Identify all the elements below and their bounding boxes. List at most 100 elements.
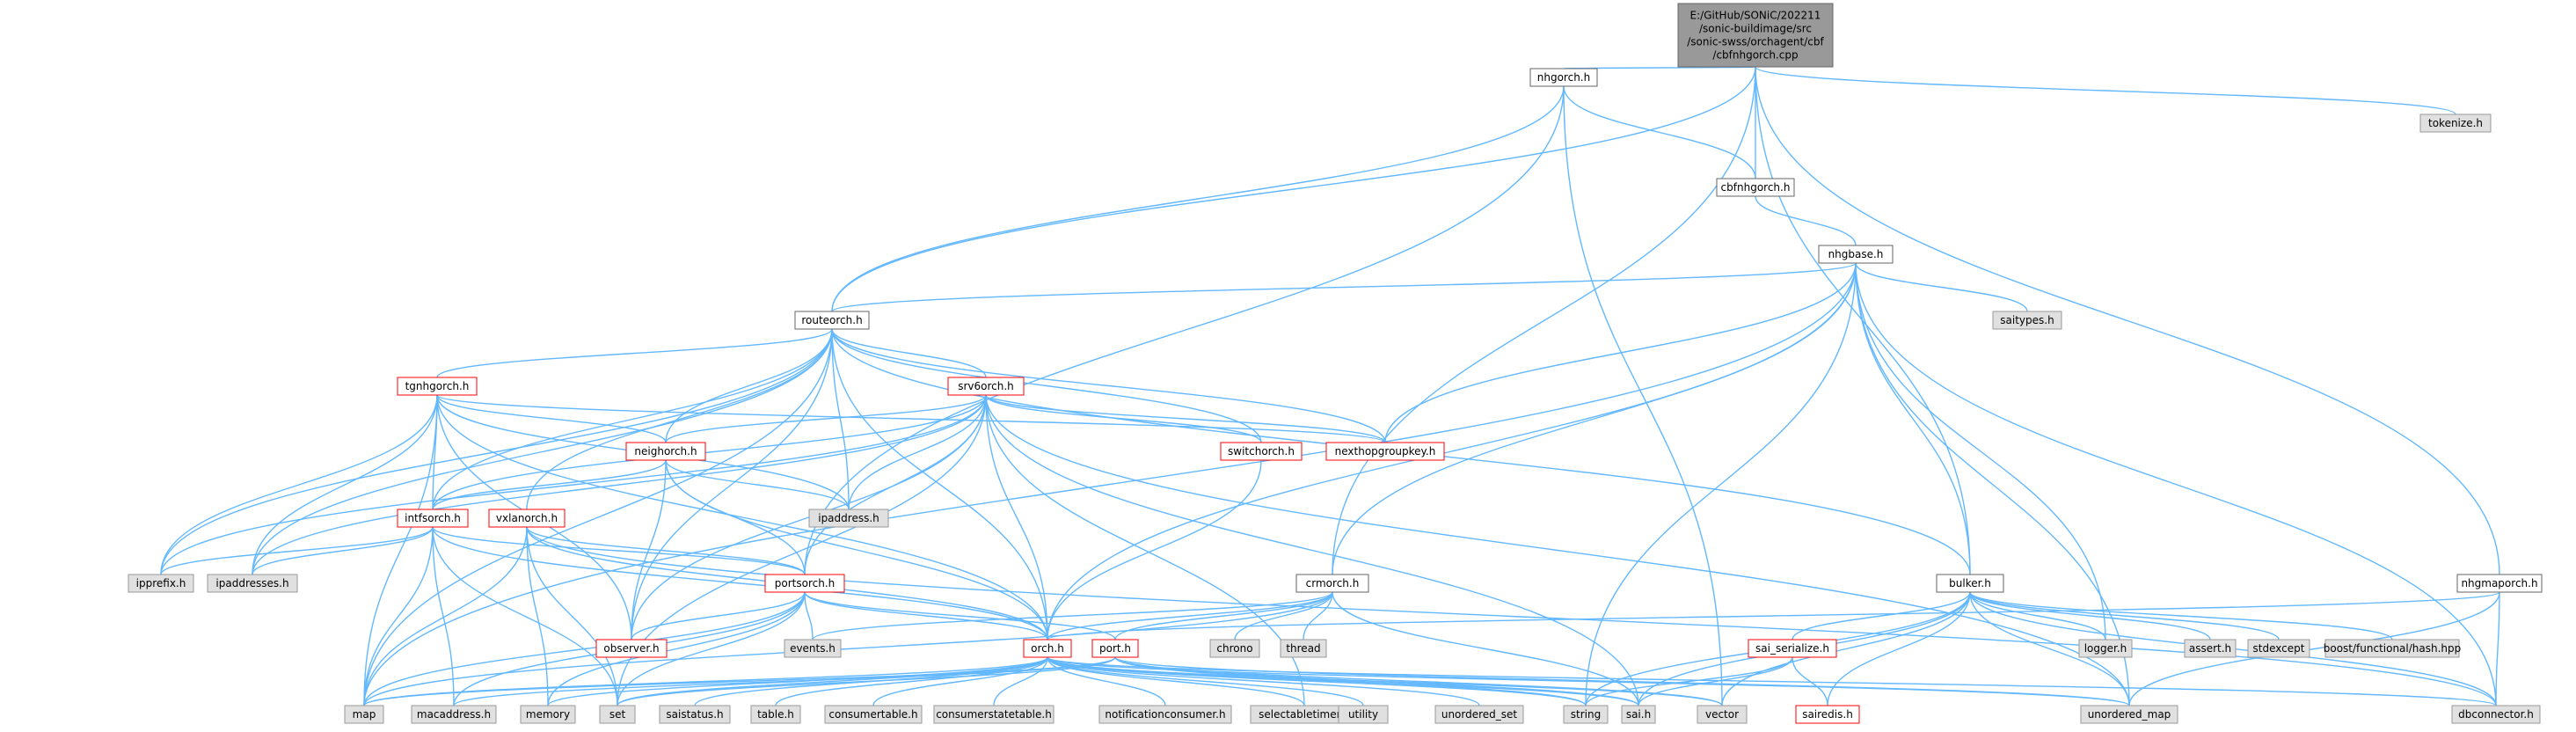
node-nhgorch[interactable]: nhgorch.h: [1529, 68, 1598, 87]
node-sai_serialize[interactable]: sai_serialize.h: [1748, 639, 1837, 658]
node-switchorch[interactable]: switchorch.h: [1220, 442, 1303, 461]
node-box: [1098, 705, 1232, 724]
edge-orch-to-consumerstatetable: [993, 656, 1048, 706]
node-utility[interactable]: utility: [1338, 705, 1389, 724]
edge-layer: [160, 66, 2500, 706]
edge-nhgmaporch-to-unordered_map: [2128, 591, 2500, 706]
node-label: saistatus.h: [666, 708, 723, 721]
node-srv6orch[interactable]: srv6orch.h: [947, 377, 1025, 396]
node-consumerstatetable[interactable]: consumerstatetable.h: [933, 705, 1054, 724]
node-macaddress[interactable]: macaddress.h: [411, 705, 497, 724]
node-box: [2247, 639, 2310, 658]
node-unordered_map[interactable]: unordered_map: [2080, 705, 2178, 724]
node-sai[interactable]: sai.h: [1621, 705, 1656, 724]
node-assert[interactable]: assert.h: [2184, 639, 2237, 658]
node-observer[interactable]: observer.h: [595, 639, 668, 658]
edge-port-to-vector: [1114, 656, 1723, 706]
node-memory[interactable]: memory: [520, 705, 576, 724]
node-saistatus[interactable]: saistatus.h: [659, 705, 731, 724]
node-label: vxlanorch.h: [496, 512, 558, 524]
node-cbfnhgorch[interactable]: cbfnhgorch.h: [1716, 178, 1795, 197]
node-notificationconsumer[interactable]: notificationconsumer.h: [1098, 705, 1232, 724]
node-boosthash[interactable]: boost/functional/hash.hpp: [2324, 639, 2462, 658]
node-box: [595, 639, 668, 658]
edge-intfsorch-to-ipprefix: [160, 526, 434, 575]
node-logger[interactable]: logger.h: [2078, 639, 2133, 658]
node-label: consumertable.h: [828, 708, 917, 721]
edge-orch-to-dbconnector: [1047, 656, 2497, 706]
node-label: memory: [526, 708, 570, 721]
node-label: sai_serialize.h: [1755, 642, 1829, 655]
node-tokenize[interactable]: tokenize.h: [2419, 113, 2492, 133]
node-nhgbase[interactable]: nhgbase.h: [1818, 245, 1894, 264]
edge-portsorch-to-orch: [804, 591, 1048, 640]
node-stdexcept[interactable]: stdexcept: [2247, 639, 2310, 658]
edge-nhgorch-to-portsorch: [804, 85, 1565, 575]
node-routeorch[interactable]: routeorch.h: [794, 311, 870, 330]
node-label: map: [353, 708, 376, 721]
edge-vxlanorch-to-portsorch: [526, 526, 806, 575]
node-label: ipaddress.h: [818, 512, 879, 524]
node-box: [659, 705, 731, 724]
node-label: tokenize.h: [2428, 117, 2483, 129]
node-vxlanorch[interactable]: vxlanorch.h: [488, 509, 566, 528]
node-thread[interactable]: thread: [1280, 639, 1327, 658]
edge-root-to-tokenize: [1755, 66, 2456, 115]
node-label: bulker.h: [1949, 577, 1991, 589]
node-crmorch[interactable]: crmorch.h: [1295, 574, 1369, 593]
node-box: [1563, 705, 1609, 724]
node-ipaddress[interactable]: ipaddress.h: [808, 509, 889, 528]
node-neighorch[interactable]: neighorch.h: [625, 442, 706, 461]
node-box: [1621, 705, 1656, 724]
node-box: [207, 574, 298, 593]
node-root[interactable]: E:/GitHub/SONiC/202211/sonic-buildimage/…: [1677, 3, 1834, 68]
edge-srv6orch-to-ipprefix: [160, 394, 987, 575]
node-tgnhgorch[interactable]: tgnhgorch.h: [397, 377, 478, 396]
node-port[interactable]: port.h: [1091, 639, 1139, 658]
node-dbconnector[interactable]: dbconnector.h: [2451, 705, 2541, 724]
node-unordered_set[interactable]: unordered_set: [1434, 705, 1524, 724]
node-bulker[interactable]: bulker.h: [1936, 574, 2004, 593]
node-table[interactable]: table.h: [750, 705, 801, 724]
node-label: port.h: [1099, 642, 1131, 655]
node-vector[interactable]: vector: [1697, 705, 1748, 724]
node-selectabletimer[interactable]: selectabletimer.h: [1250, 705, 1359, 724]
node-saitypes[interactable]: saitypes.h: [1992, 311, 2062, 330]
node-label: notificationconsumer.h: [1105, 708, 1225, 721]
node-box: [1091, 639, 1139, 658]
edge-nhgbase-to-string: [1585, 262, 1857, 706]
edge-intfsorch-to-ipaddresses: [252, 526, 434, 575]
node-box: [1325, 442, 1445, 461]
node-box: [1295, 574, 1369, 593]
node-sairedis[interactable]: sairedis.h: [1795, 705, 1860, 724]
node-ipaddresses[interactable]: ipaddresses.h: [207, 574, 298, 593]
edge-neighorch-to-intfsorch: [432, 459, 667, 510]
node-nexthopgroupkey[interactable]: nexthopgroupkey.h: [1325, 442, 1445, 461]
node-string[interactable]: string: [1563, 705, 1609, 724]
node-set[interactable]: set: [599, 705, 636, 724]
node-orch[interactable]: orch.h: [1023, 639, 1072, 658]
node-label: logger.h: [2084, 642, 2127, 655]
node-box: [808, 509, 889, 528]
edge-srv6orch-to-neighorch: [665, 394, 987, 443]
edge-root-to-nhgmaporch: [1755, 66, 2500, 575]
edge-routeorch-to-orch: [831, 328, 1048, 640]
node-consumertable[interactable]: consumertable.h: [824, 705, 923, 724]
node-intfsorch[interactable]: intfsorch.h: [397, 509, 469, 528]
edge-neighorch-to-orch: [665, 459, 1048, 640]
node-chrono[interactable]: chrono: [1209, 639, 1260, 658]
node-label: consumerstatetable.h: [936, 708, 1052, 721]
node-nhgmaporch[interactable]: nhgmaporch.h: [2456, 574, 2543, 593]
edge-port-to-set: [617, 656, 1116, 706]
edge-srv6orch-to-switchorch: [985, 394, 1262, 443]
node-label: nexthopgroupkey.h: [1335, 445, 1436, 458]
edge-crmorch-to-thread: [1303, 591, 1333, 640]
node-box: [1529, 68, 1598, 87]
node-box: [397, 377, 478, 396]
node-ipprefix[interactable]: ipprefix.h: [128, 574, 194, 593]
edge-port-to-sai: [1114, 656, 1639, 706]
node-portsorch[interactable]: portsorch.h: [764, 574, 845, 593]
node-events[interactable]: events.h: [784, 639, 842, 658]
node-map[interactable]: map: [344, 705, 384, 724]
node-label: nhgmaporch.h: [2461, 577, 2537, 589]
